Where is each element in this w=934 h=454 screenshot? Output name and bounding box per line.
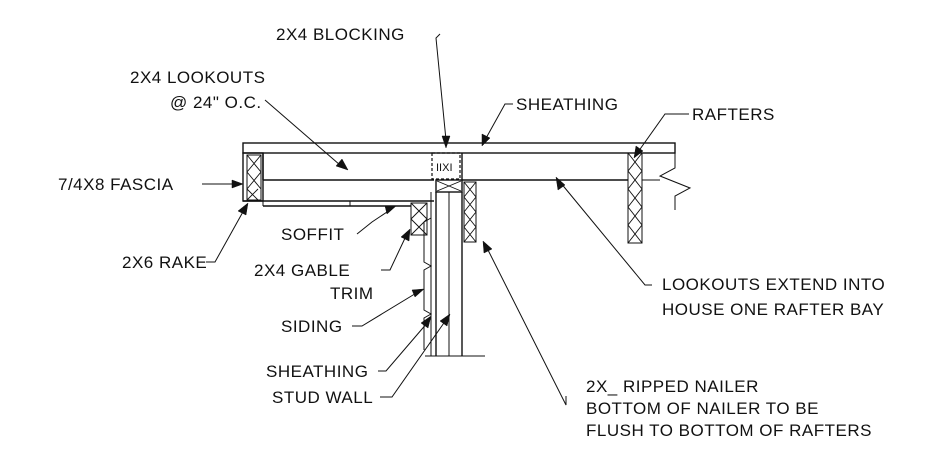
rafter <box>627 152 643 244</box>
blocking: IIXI <box>431 152 461 180</box>
label-nailer-line2: BOTTOM OF NAILER TO BE <box>586 399 819 418</box>
label-sheathing-wall: SHEATHING <box>266 362 368 381</box>
framing-geometry: IIXI <box>242 142 692 357</box>
ripped-nailer <box>463 181 477 243</box>
siding <box>423 217 433 350</box>
label-blocking: 2X4 BLOCKING <box>276 25 405 44</box>
svg-text:IIXI: IIXI <box>436 162 453 174</box>
label-sheathing-top: SHEATHING <box>516 95 618 114</box>
label-fascia: 7/4X8 FASCIA <box>58 175 174 194</box>
rake-board <box>246 154 262 201</box>
label-lookouts-extend-line1: LOOKOUTS EXTEND INTO <box>662 275 885 294</box>
label-stud-wall: STUD WALL <box>272 388 373 407</box>
label-gable-trim-line2: TRIM <box>330 284 374 303</box>
label-rake: 2X6 RAKE <box>122 253 207 272</box>
leaders <box>202 33 689 406</box>
label-gable-trim-line1: 2X4 GABLE <box>254 261 350 280</box>
label-lookouts-line2: @ 24" O.C. <box>170 93 262 112</box>
label-rafters: RAFTERS <box>692 105 775 124</box>
label-lookouts-line1: 2X4 LOOKOUTS <box>130 68 265 87</box>
soffit <box>262 201 411 207</box>
label-nailer-line1: 2X_ RIPPED NAILER <box>586 377 759 396</box>
fascia-board <box>242 152 434 202</box>
label-nailer-line3: FLUSH TO BOTTOM OF RAFTERS <box>586 421 872 440</box>
lookout-extension <box>461 153 628 181</box>
labels: 2X4 BLOCKING 2X4 LOOKOUTS @ 24" O.C. SHE… <box>58 25 885 440</box>
break-line <box>642 143 692 210</box>
stud-wall <box>425 192 485 357</box>
top-plate <box>435 179 463 193</box>
gable-trim <box>410 202 428 236</box>
lookout <box>262 153 434 181</box>
label-soffit: SOFFIT <box>281 225 344 244</box>
label-lookouts-extend-line2: HOUSE ONE RAFTER BAY <box>662 300 884 319</box>
label-siding: SIDING <box>281 317 343 336</box>
roof-sheathing <box>242 142 676 154</box>
